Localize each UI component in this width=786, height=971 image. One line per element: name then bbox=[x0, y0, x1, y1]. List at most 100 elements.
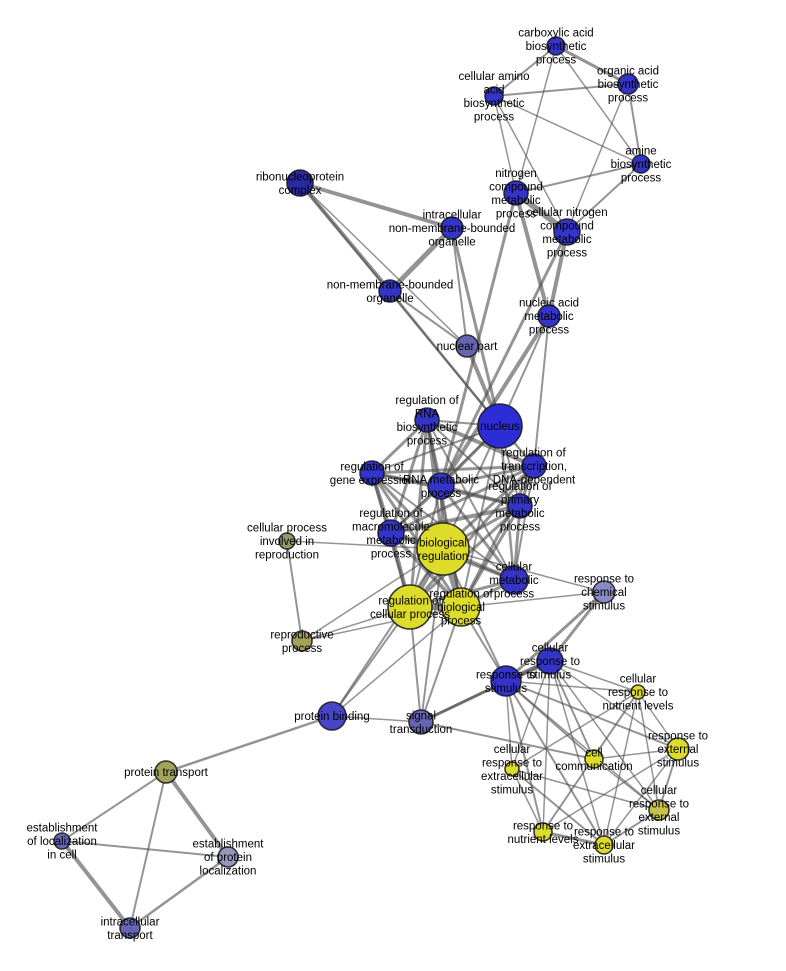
node-n23[interactable] bbox=[387, 584, 433, 630]
edge-n14-n21 bbox=[513, 465, 535, 581]
node-n19[interactable] bbox=[278, 532, 296, 550]
edge-n27-n34 bbox=[505, 680, 660, 811]
edge-n4-n6 bbox=[515, 163, 642, 194]
edge-n1-n3 bbox=[493, 45, 557, 97]
edge-n35-n36 bbox=[61, 771, 167, 842]
edge-n22-n26 bbox=[548, 591, 606, 662]
node-n27[interactable] bbox=[490, 665, 522, 697]
node-n26[interactable] bbox=[536, 647, 564, 675]
edge-n4-n7 bbox=[566, 163, 642, 233]
edge-n1-n6 bbox=[515, 45, 557, 194]
edge-n29-n30 bbox=[331, 715, 422, 723]
edge-n14-n15 bbox=[371, 464, 535, 475]
edge-n38-n39 bbox=[542, 830, 605, 847]
edge-n30-n33 bbox=[420, 721, 595, 760]
edge-n8-n9 bbox=[388, 226, 454, 293]
edge-n37-n40 bbox=[129, 855, 229, 930]
node-n15[interactable] bbox=[359, 460, 385, 486]
node-n9[interactable] bbox=[378, 279, 402, 303]
edge-n14-n16 bbox=[440, 464, 535, 488]
edge-n14-n18 bbox=[390, 464, 535, 535]
edge-n22-n24 bbox=[460, 591, 605, 608]
node-n30[interactable] bbox=[408, 709, 434, 735]
edge-n3-n4 bbox=[493, 95, 642, 165]
node-n4[interactable] bbox=[631, 154, 651, 174]
edge-n22-n27 bbox=[504, 590, 606, 683]
node-n6[interactable] bbox=[503, 180, 529, 206]
edge-n27-n31 bbox=[505, 680, 679, 750]
edge-n28-n32 bbox=[511, 691, 639, 770]
edge-n35-n37 bbox=[164, 770, 230, 859]
edge-n13-n14 bbox=[426, 418, 535, 468]
edge-n32-n34 bbox=[511, 768, 660, 811]
edge-n29-n35 bbox=[165, 714, 333, 774]
node-n10[interactable] bbox=[537, 304, 561, 328]
node-n38[interactable] bbox=[533, 822, 553, 842]
edge-n29-n24 bbox=[331, 606, 462, 717]
edge-n26-n39 bbox=[549, 660, 605, 846]
edge-n27-n39 bbox=[505, 680, 605, 846]
edge-n3-n6 bbox=[493, 95, 517, 194]
node-n25[interactable] bbox=[291, 630, 313, 652]
node-n2[interactable] bbox=[617, 73, 639, 95]
edge-n17-n18 bbox=[390, 504, 521, 535]
node-n20[interactable] bbox=[416, 522, 470, 576]
node-n11[interactable] bbox=[455, 334, 479, 358]
edge-n39-n34 bbox=[603, 809, 660, 846]
node-n14[interactable] bbox=[521, 453, 547, 479]
node-n3[interactable] bbox=[484, 86, 504, 106]
edge-n33-n34 bbox=[593, 758, 660, 811]
node-n13[interactable] bbox=[414, 407, 440, 433]
node-n37[interactable] bbox=[217, 846, 239, 868]
node-n28[interactable] bbox=[630, 684, 646, 700]
edge-n9-n11 bbox=[389, 290, 468, 347]
edge-n5-n11 bbox=[299, 182, 468, 347]
edge-n5-n8 bbox=[299, 181, 453, 230]
node-n22[interactable] bbox=[592, 580, 616, 604]
node-n1[interactable] bbox=[546, 36, 566, 56]
node-n34[interactable] bbox=[648, 799, 670, 821]
node-n31[interactable] bbox=[666, 737, 690, 761]
edge-n29-n20 bbox=[331, 548, 444, 717]
edge-n25-n24 bbox=[301, 606, 462, 642]
node-n12[interactable] bbox=[477, 403, 523, 449]
node-n18[interactable] bbox=[377, 519, 405, 547]
node-n29[interactable] bbox=[317, 701, 347, 731]
edge-n27-n38 bbox=[505, 680, 544, 833]
edge-n31-n39 bbox=[603, 748, 679, 846]
node-n32[interactable] bbox=[504, 761, 520, 777]
node-n40[interactable] bbox=[119, 917, 141, 939]
node-n17[interactable] bbox=[507, 493, 533, 519]
edge-n31-n38 bbox=[542, 748, 679, 833]
edge-n28-n39 bbox=[603, 691, 639, 846]
edge-n26-n32 bbox=[511, 660, 551, 770]
edge-n32-n39 bbox=[511, 768, 605, 846]
edge-n25-n20 bbox=[301, 548, 444, 642]
node-n33[interactable] bbox=[584, 749, 604, 769]
node-n7[interactable] bbox=[553, 218, 581, 246]
edge-layer bbox=[60, 44, 679, 930]
edge-n10-n14 bbox=[533, 315, 550, 467]
edge-n10-n16 bbox=[439, 314, 551, 488]
node-n21[interactable] bbox=[499, 565, 529, 595]
edge-n28-n34 bbox=[637, 691, 660, 811]
node-n16[interactable] bbox=[427, 472, 455, 500]
edge-n32-n38 bbox=[511, 768, 544, 833]
edge-n8-n11 bbox=[451, 227, 468, 347]
edge-n8-n12 bbox=[450, 227, 502, 427]
node-n8[interactable] bbox=[440, 216, 464, 240]
node-n36[interactable] bbox=[53, 832, 71, 850]
node-n35[interactable] bbox=[154, 760, 178, 784]
edge-n1-n2 bbox=[555, 44, 629, 86]
edge-n19-n25 bbox=[286, 540, 303, 642]
node-n5[interactable] bbox=[286, 169, 314, 197]
node-n39[interactable] bbox=[594, 835, 614, 855]
node-n24[interactable] bbox=[441, 587, 481, 627]
edge-n26-n28 bbox=[549, 660, 639, 693]
edge-n6-n16 bbox=[439, 192, 518, 487]
node-layer bbox=[53, 36, 690, 939]
edge-n7-n16 bbox=[439, 231, 569, 487]
edge-n27-n28 bbox=[505, 680, 639, 693]
